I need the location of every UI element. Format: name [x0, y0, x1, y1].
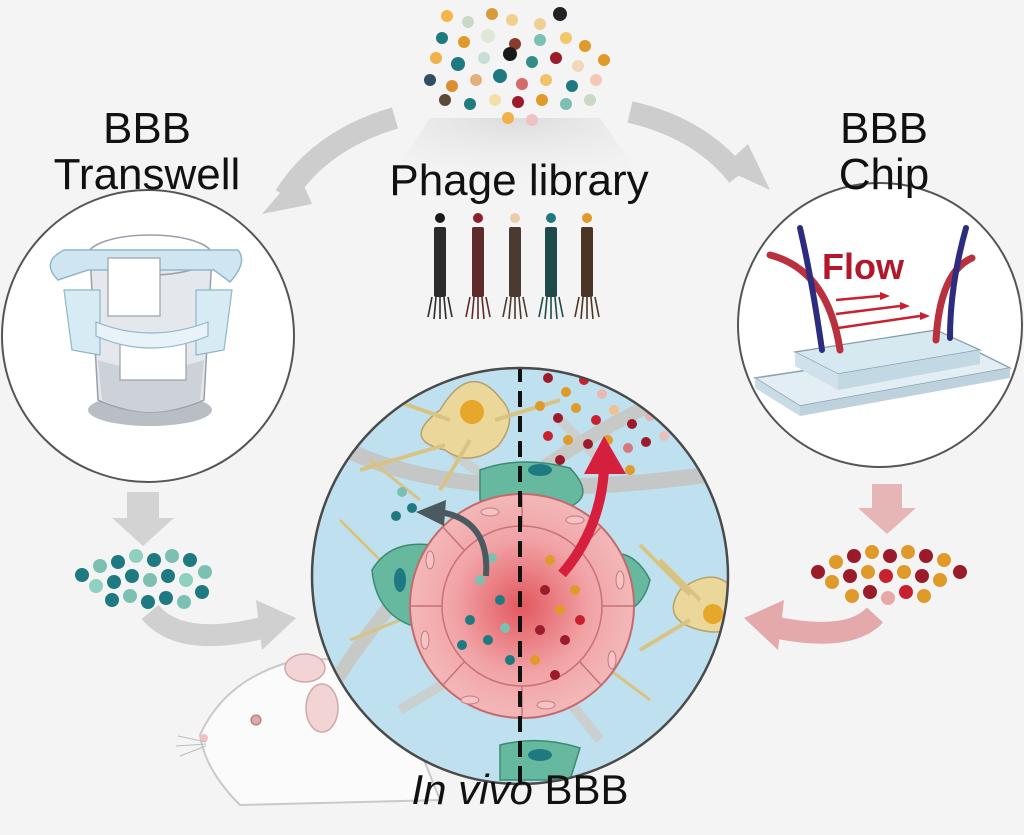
phage-library-label: Phage library [389, 156, 649, 205]
in-vivo-circle-border [310, 366, 730, 786]
chip-illustration [752, 225, 1013, 416]
arrowhead-chip-to-invivo [744, 600, 784, 650]
chip-selected-phage-cluster [811, 545, 967, 605]
chip-panel [737, 182, 1023, 468]
phage-particle-black [427, 213, 453, 320]
red-transport-arrow [558, 469, 609, 578]
arrow-chip-down-shaft [872, 484, 902, 512]
phage-particle-teal [538, 213, 564, 320]
in-vivo-italic-text: In vivo [411, 766, 533, 813]
arrow-transwell-down-head [112, 518, 174, 546]
phage-particle-maroon [465, 213, 491, 320]
phage-library-cluster [424, 7, 610, 126]
phage-particle-beige [502, 213, 528, 320]
arrowhead-transwell-to-invivo [256, 600, 296, 650]
flow-label: Flow [822, 246, 904, 287]
vessel-teal-phage [457, 553, 515, 665]
arrowhead-library-to-transwell [262, 172, 312, 214]
brain-teal-phage [391, 487, 417, 521]
library-fan [372, 118, 660, 205]
transwell-label-line2: Transwell [53, 150, 241, 200]
phage-particle-orange [574, 213, 600, 320]
endothelial-nuclei [420, 507, 625, 710]
arrowhead-library-to-chip [722, 144, 770, 190]
chip-label-line2: Chip [838, 150, 930, 200]
arrow-transwell-down-shaft [127, 492, 159, 520]
transwell-selected-phage-cluster [75, 549, 212, 609]
in-vivo-bbb-label: In vivo BBB [360, 766, 680, 813]
arrow-transwell-to-invivo [141, 604, 265, 647]
chip-label-line1: BBB [839, 104, 929, 153]
arrow-chip-down-head [858, 508, 916, 534]
transwell-insert-illustration [49, 234, 243, 426]
transwell-label-line1: BBB [102, 104, 192, 153]
arrow-chip-to-invivo [775, 606, 884, 644]
vessel-red-orange-phage [530, 555, 585, 680]
teal-transport-arrow [439, 509, 490, 577]
in-vivo-rest-text: BBB [544, 766, 629, 813]
